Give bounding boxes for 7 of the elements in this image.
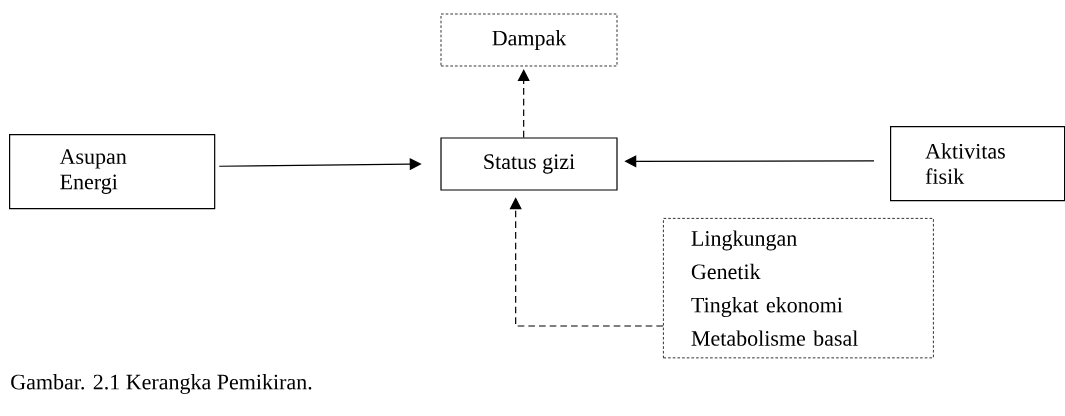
process-box: Aktivitas fisik xyxy=(890,126,1065,202)
caption: Gambar. 2.1 Kerangka Pemikiran. xyxy=(11,374,312,394)
factor-list-box: Lingkungan Genetik Tingkat ekonomi Metabolisme basal xyxy=(663,218,934,359)
process-box: Status gizi xyxy=(440,137,618,191)
arrow xyxy=(517,69,530,138)
process-box: Dampak xyxy=(440,13,618,67)
process-box: Asupan Energi xyxy=(9,134,216,210)
